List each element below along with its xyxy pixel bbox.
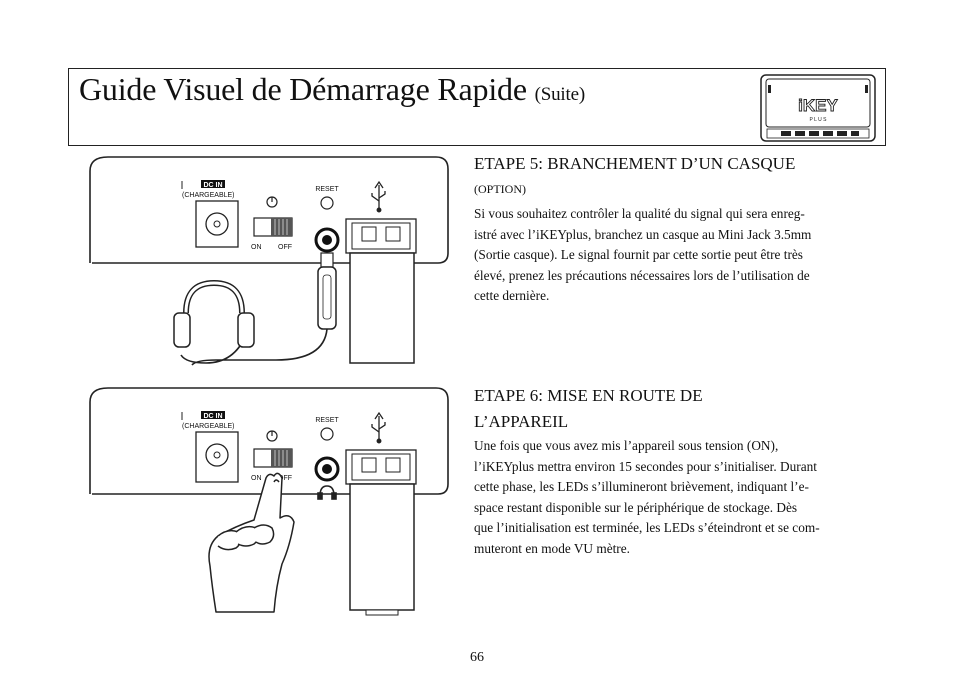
figure-headphones: DC IN (CHARGEABLE) ON OFF RESET — [86, 155, 452, 372]
step5-line: (Sortie casque). Le signal fournit par c… — [474, 247, 803, 263]
step6-line: Une fois que vous avez mis l’appareil so… — [474, 438, 779, 453]
step6-paragraph: Une fois que vous avez mis l’appareil so… — [474, 436, 874, 560]
logo-text: iKEY — [798, 96, 838, 115]
step6-heading-line1: ETAPE 6: MISE EN ROUTE DE — [474, 386, 703, 405]
usb-stick — [349, 483, 415, 611]
power-icon — [266, 430, 278, 442]
off-label: OFF — [278, 244, 292, 251]
reset-button — [320, 196, 334, 210]
off-label: OFF — [278, 475, 292, 482]
page-title-suffix: (Suite) — [534, 84, 586, 105]
on-label: ON — [251, 244, 262, 251]
reset-label: RESET — [315, 186, 339, 193]
step5-paragraph: Si vous souhaitez contrôler la qualité d… — [474, 204, 874, 307]
step6-line: cette phase, les LEDs s’illumineront bri… — [474, 479, 809, 495]
jack-plug — [317, 266, 337, 330]
chargeable-label: (CHARGEABLE) — [182, 423, 235, 430]
figure-power-on: DC IN (CHARGEABLE) ON OFF RESET — [86, 386, 452, 623]
page-title: Guide Visuel de Démarrage Rapide (Suite) — [79, 71, 585, 108]
hand-icon — [208, 472, 295, 613]
step5-line: istré avec l’iKEYplus, branchez un casqu… — [474, 226, 812, 242]
step6-line: muteront en mode VU mètre. — [474, 540, 630, 556]
headphone-small-icon — [317, 485, 337, 500]
usb-stick — [349, 252, 415, 364]
headphone-cable — [180, 328, 328, 366]
usb-icon — [371, 180, 386, 213]
step5-option: (OPTION) — [474, 182, 526, 196]
page-number: 66 — [470, 650, 484, 665]
dc-in-label: DC IN — [203, 182, 222, 189]
power-switch — [253, 448, 293, 468]
step6-line: space restant disponible sur le périphér… — [474, 499, 798, 515]
title-box: Guide Visuel de Démarrage Rapide (Suite)… — [68, 68, 886, 146]
headphones-icon — [173, 279, 255, 348]
reset-button — [320, 427, 334, 441]
usb-icon — [371, 411, 386, 444]
power-switch — [253, 217, 293, 237]
power-icon — [266, 196, 278, 208]
on-label: ON — [251, 475, 262, 482]
step5-line: cette dernière. — [474, 288, 550, 304]
dc-in-label: DC IN — [203, 413, 222, 420]
reset-label: RESET — [315, 417, 339, 424]
step5-line: Si vous souhaitez contrôler la qualité d… — [474, 206, 805, 221]
step5-heading: ETAPE 5: BRANCHEMENT D’UN CASQUE — [474, 154, 796, 173]
step6-line: que l’initialisation est terminée, les L… — [474, 520, 820, 536]
step5-line: élevé, prenez les précautions nécessaire… — [474, 267, 810, 283]
step6-line: l’iKEYplus mettra environ 15 secondes po… — [474, 458, 817, 474]
logo-subtext: P L U S — [810, 117, 828, 123]
step6-heading-line2: L’APPAREIL — [474, 412, 569, 431]
chargeable-label: (CHARGEABLE) — [182, 192, 235, 199]
page-title-main: Guide Visuel de Démarrage Rapide — [79, 71, 527, 107]
ikey-device-logo: iKEY P L U S — [759, 73, 877, 148]
